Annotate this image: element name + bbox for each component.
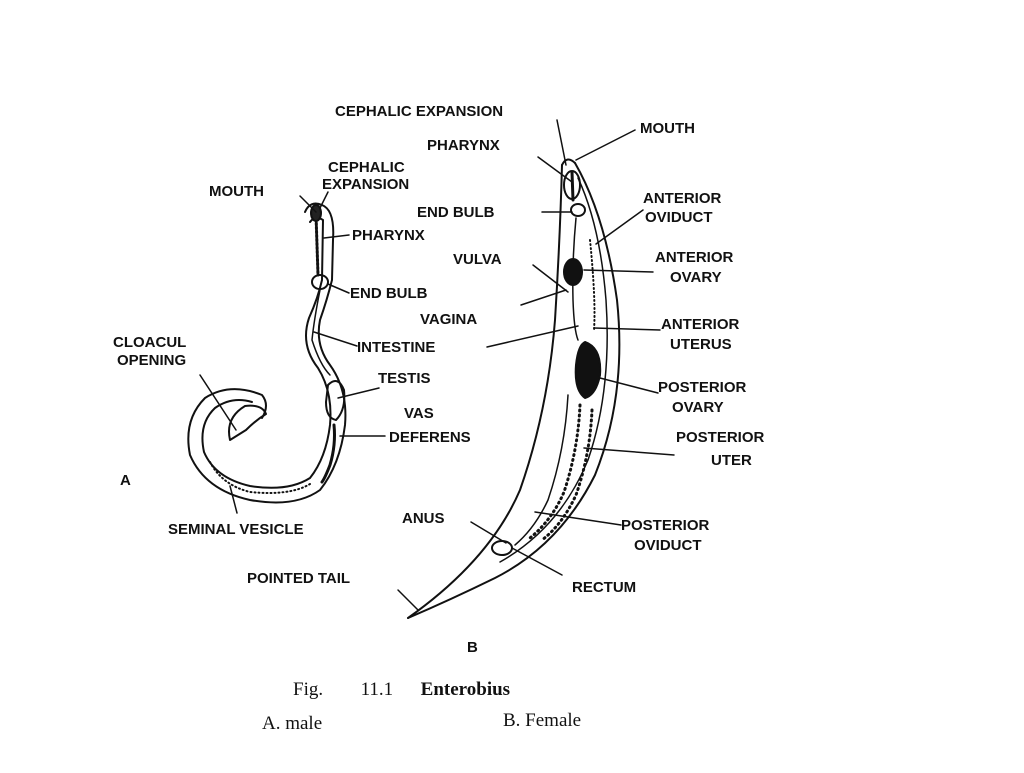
female-uterus (514, 394, 569, 546)
male-labels: MOUTH CEPHALIC EXPANSION PHARYNX END BUL… (113, 159, 471, 538)
figure-caption-sub-b: B. Female (503, 710, 582, 731)
caption-fig: Fig. (293, 679, 324, 700)
label-female-ant-oviduct-1: ANTERIOR (643, 190, 722, 207)
label-male-cloacul-2: OPENING (117, 352, 186, 369)
label-female-ant-oviduct-2: OVIDUCT (645, 209, 713, 226)
female-rectum (491, 540, 513, 556)
label-female-pointed-tail: POINTED TAIL (247, 570, 350, 587)
male-intestine (311, 289, 331, 376)
label-female-anus: ANUS (402, 510, 445, 527)
label-male-end-bulb: END BULB (350, 285, 428, 302)
label-female-ant-ovary-1: ANTERIOR (655, 249, 734, 266)
label-female-post-uter-1: POSTERIOR (676, 429, 765, 446)
figure-caption-line-1: Fig. 11.1 Enterobius (293, 679, 510, 701)
female-uterus-eggs-2 (540, 408, 594, 542)
label-male-seminal-vesicle: SEMINAL VESICLE (168, 521, 304, 538)
female-end-bulb (570, 203, 586, 217)
label-male-mouth: MOUTH (209, 183, 264, 200)
label-female-post-oviduct-2: OVIDUCT (634, 537, 702, 554)
male-leader-lines (199, 191, 386, 514)
female-uterus-eggs (528, 403, 582, 540)
label-male-cephalic-2: EXPANSION (322, 176, 409, 193)
male-testis (325, 380, 346, 421)
label-male-pharynx: PHARYNX (352, 227, 425, 244)
label-female-post-uter-2: UTER (711, 452, 752, 469)
female-pharynx-core (570, 170, 575, 202)
male-vas-deferens (320, 423, 336, 484)
label-male-cephalic-1: CEPHALIC (328, 159, 405, 176)
female-body-left (407, 164, 563, 619)
female-labels: CEPHALIC EXPANSION PHARYNX MOUTH END BUL… (247, 103, 765, 656)
female-anterior-ovary (563, 258, 583, 286)
female-inner-wall (499, 177, 608, 563)
label-male-vas-2: DEFERENS (389, 429, 471, 446)
label-male-vas-1: VAS (404, 405, 434, 422)
caption-number: 11.1 (360, 679, 394, 700)
female-posterior-ovary (574, 341, 602, 399)
male-seminal-vesicle (209, 461, 311, 494)
female-leader-lines (397, 119, 675, 611)
label-female-pharynx: PHARYNX (427, 137, 500, 154)
female-head (561, 158, 576, 166)
label-female-post-ovary-2: OVARY (672, 399, 724, 416)
label-female-post-oviduct-1: POSTERIOR (621, 517, 710, 534)
male-tail-fold (228, 404, 267, 441)
panel-label-b: B (467, 639, 478, 656)
male-body-inner (201, 216, 332, 489)
label-male-testis: TESTIS (378, 370, 431, 387)
label-female-ant-uterus-2: UTERUS (670, 336, 732, 353)
female-body-right (407, 162, 621, 619)
label-male-cloacul-1: CLOACUL (113, 334, 186, 351)
label-male-intestine: INTESTINE (357, 339, 435, 356)
label-female-cephalic-expansion: CEPHALIC EXPANSION (335, 103, 503, 120)
label-female-end-bulb: END BULB (417, 204, 495, 221)
label-female-mouth: MOUTH (640, 120, 695, 137)
male-end-bulb (311, 274, 329, 290)
male-pharynx (314, 213, 320, 277)
label-female-vulva: VULVA (453, 251, 502, 268)
figure-caption-sub-a: A. male (262, 713, 323, 734)
panel-label-a: A (120, 472, 131, 489)
female-worm (407, 158, 621, 619)
male-body-outer (187, 202, 347, 504)
label-female-ant-ovary-2: OVARY (670, 269, 722, 286)
female-intestine (572, 217, 579, 341)
female-anterior-oviduct (589, 239, 596, 331)
label-female-post-ovary-1: POSTERIOR (658, 379, 747, 396)
label-female-rectum: RECTUM (572, 579, 636, 596)
label-female-ant-uterus-1: ANTERIOR (661, 316, 740, 333)
male-worm (187, 202, 347, 504)
caption-title: Enterobius (420, 679, 511, 700)
label-female-vagina: VAGINA (420, 311, 477, 328)
